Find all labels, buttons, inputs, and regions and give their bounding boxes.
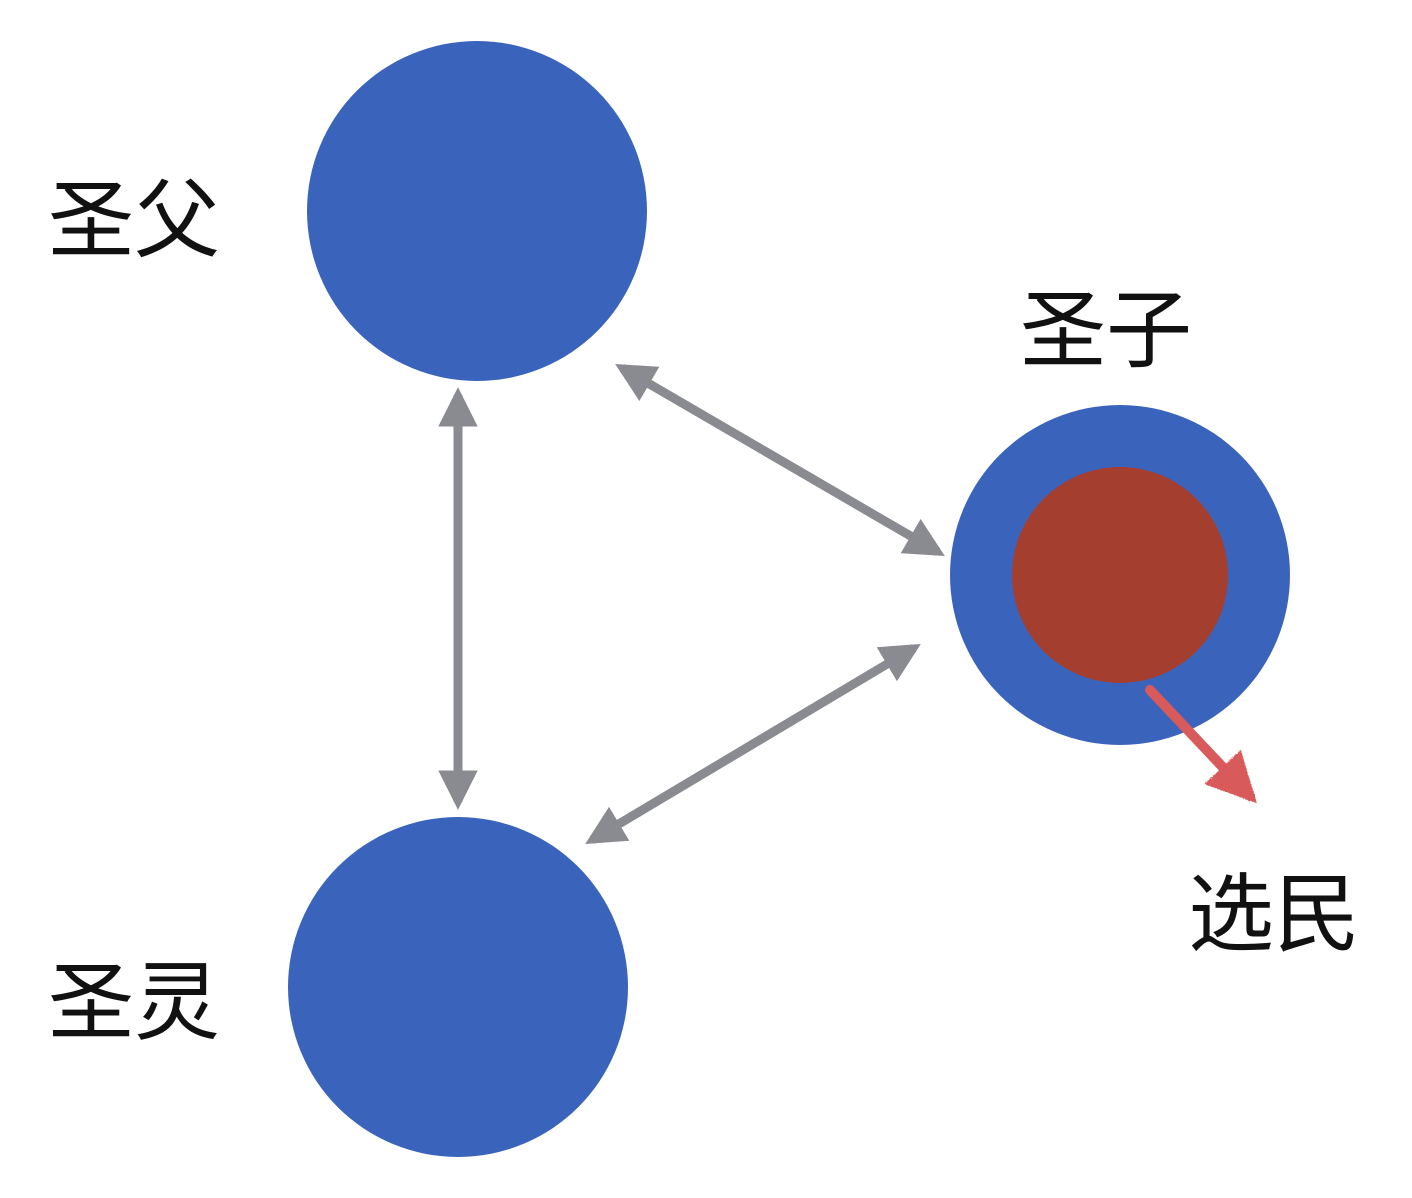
node-spirit: [288, 817, 628, 1157]
arrow-spirit-son: [585, 643, 921, 845]
node-son: [950, 405, 1290, 745]
arrow-son-elect: [1145, 685, 1257, 804]
label-son: 圣子: [1020, 281, 1192, 381]
label-spirit: 圣灵: [48, 953, 220, 1053]
arrow-father-son: [615, 364, 945, 556]
label-father: 圣父: [48, 171, 220, 271]
node-father: [307, 41, 647, 381]
node-son-inner: [1012, 467, 1228, 683]
label-elect: 选民: [1188, 865, 1360, 965]
